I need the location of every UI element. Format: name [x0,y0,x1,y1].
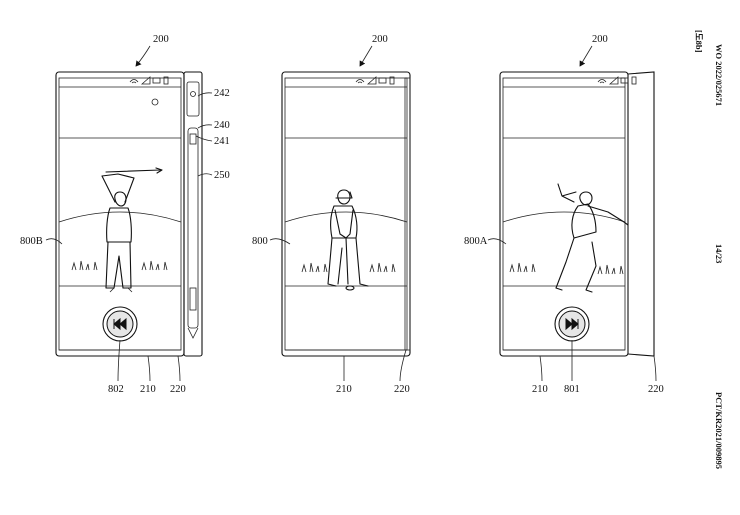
figure-left-device [55,71,203,357]
slide-label-220-c: 220 [648,384,664,395]
button-label-802: 802 [108,384,124,395]
slide-panel [183,71,203,357]
figure-middle-device-label: 200 [372,34,388,45]
figure-middle-device [281,71,411,357]
stylus-pen[interactable] [187,127,199,339]
rewind-button[interactable] [102,306,138,342]
body-label-210-b: 210 [336,384,352,395]
page-number: 14/23 [714,244,724,263]
application-number: PCT/KR2021/009895 [714,392,724,469]
cap-label: 242 [214,88,230,99]
status-bar-icons [355,76,395,85]
figure-right-device [499,71,655,357]
slide-edge [404,77,411,351]
pen-label: 240 [214,120,230,131]
figure-bracket-mark: [도8b] [694,30,704,53]
pen-cap [186,81,200,117]
pen-body-label: 250 [214,170,230,181]
status-bar-icons [597,76,637,85]
publication-number: WO 2022/025671 [714,44,724,106]
slide-edge-extended [627,71,655,357]
fast-forward-button[interactable] [554,306,590,342]
rewind-icon [113,317,127,331]
screen-label-800b: 800B [20,236,43,247]
body-label-210-c: 210 [532,384,548,395]
figure-right-device-label: 200 [592,34,608,45]
button-label-801: 801 [564,384,580,395]
pen-tip-label: 241 [214,136,230,147]
screen-label-800: 800 [252,236,268,247]
status-bar-icons [129,76,169,85]
screen-label-800a: 800A [464,236,488,247]
slide-label-220-a: 220 [170,384,186,395]
fast-forward-icon [565,317,579,331]
figure-left-device-label: 200 [153,34,169,45]
body-label-210-a: 210 [140,384,156,395]
slide-label-220-b: 220 [394,384,410,395]
